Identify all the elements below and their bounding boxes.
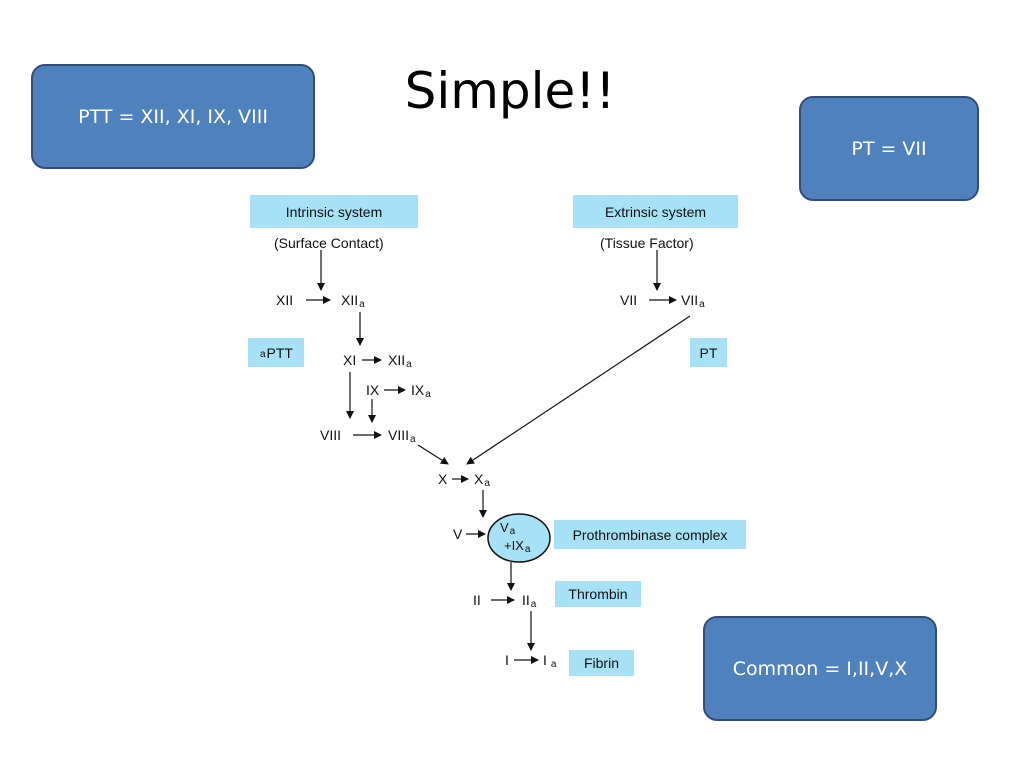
pt-label: PT bbox=[699, 344, 718, 361]
prothrombinase-box: Prothrombinase complex bbox=[554, 520, 746, 549]
factor-viiia-sub: a bbox=[410, 434, 416, 445]
arrow-viiia-to-x bbox=[417, 444, 449, 465]
fibrin-label: Fibrin bbox=[583, 655, 619, 671]
factor-ixa-complex-base: +IX bbox=[504, 538, 524, 553]
aptt-label: PTT bbox=[266, 344, 293, 361]
fibrin-box: Fibrin bbox=[569, 650, 634, 676]
factor-xi: XI bbox=[343, 352, 357, 368]
factor-ia-sub: a bbox=[550, 659, 557, 670]
common-callout-text: Common = I,II,V,X bbox=[732, 657, 908, 680]
factor-i: I bbox=[505, 652, 509, 668]
pt-callout-text: PT = VII bbox=[851, 137, 927, 160]
intrinsic-system-box: Intrinsic system bbox=[250, 195, 418, 228]
pt-callout: PT = VII bbox=[799, 96, 979, 201]
common-callout: Common = I,II,V,X bbox=[703, 616, 937, 721]
factor-ia-base: I bbox=[543, 652, 547, 668]
factor-xi-activated-sub: a bbox=[406, 359, 412, 370]
ptt-callout: PTT = XII, XI, IX, VIII bbox=[31, 64, 315, 169]
factor-ixa-sub: a bbox=[425, 389, 431, 400]
factor-va-base: V bbox=[500, 520, 509, 535]
factor-ix: IX bbox=[366, 382, 380, 398]
factor-ixa-complex: +IXa bbox=[504, 538, 531, 555]
factor-iia-sub: a bbox=[530, 599, 537, 610]
factor-xiia: XIIa bbox=[341, 292, 365, 310]
factor-v: V bbox=[453, 526, 463, 542]
factor-iia-base: II bbox=[522, 592, 530, 608]
factor-viia: VIIa bbox=[681, 292, 705, 310]
factor-xa: Xa bbox=[474, 471, 490, 489]
factor-viia-sub: a bbox=[699, 299, 705, 310]
prothrombinase-ellipse bbox=[487, 513, 551, 563]
factor-ii: II bbox=[473, 592, 481, 608]
factor-vii: VII bbox=[620, 292, 638, 308]
intrinsic-system-label: Intrinsic system bbox=[285, 203, 383, 220]
extrinsic-system-label: Extrinsic system bbox=[604, 203, 707, 220]
page-title: Simple!! bbox=[404, 62, 616, 120]
thrombin-box: Thrombin bbox=[555, 581, 641, 607]
arrow-viia-to-x bbox=[466, 315, 691, 465]
factor-ixa-complex-sub: a bbox=[524, 544, 531, 555]
factor-xiia-base: XII bbox=[341, 292, 359, 308]
factor-xi-activated-base: XII bbox=[388, 352, 406, 368]
factor-xi-activated: XIIa bbox=[388, 352, 412, 370]
factor-va: Va bbox=[500, 520, 516, 537]
aptt-prefix: a bbox=[259, 349, 266, 360]
factor-va-sub: a bbox=[509, 526, 516, 537]
factor-iia: IIa bbox=[522, 592, 537, 610]
factor-x: X bbox=[438, 471, 448, 487]
factor-xa-sub: a bbox=[484, 478, 490, 489]
surface-contact-label: (Surface Contact) bbox=[274, 235, 384, 251]
tissue-factor-label: (Tissue Factor) bbox=[600, 235, 694, 251]
pt-box: PT bbox=[690, 338, 727, 367]
factor-viia-base: VII bbox=[681, 292, 699, 308]
thrombin-label: Thrombin bbox=[568, 586, 628, 602]
factor-ixa-base: IX bbox=[411, 382, 425, 398]
extrinsic-system-box: Extrinsic system bbox=[573, 195, 738, 228]
factor-xiia-sub: a bbox=[359, 299, 365, 310]
factor-xii: XII bbox=[276, 292, 294, 308]
factor-ixa: IXa bbox=[411, 382, 431, 400]
factor-viiia: VIIIa bbox=[388, 427, 416, 445]
factor-xa-base: X bbox=[474, 471, 484, 487]
ptt-callout-text: PTT = XII, XI, IX, VIII bbox=[78, 105, 268, 128]
prothrombinase-label: Prothrombinase complex bbox=[572, 526, 728, 543]
factor-viiia-base: VIII bbox=[388, 427, 410, 443]
factor-viii: VIII bbox=[320, 427, 342, 443]
